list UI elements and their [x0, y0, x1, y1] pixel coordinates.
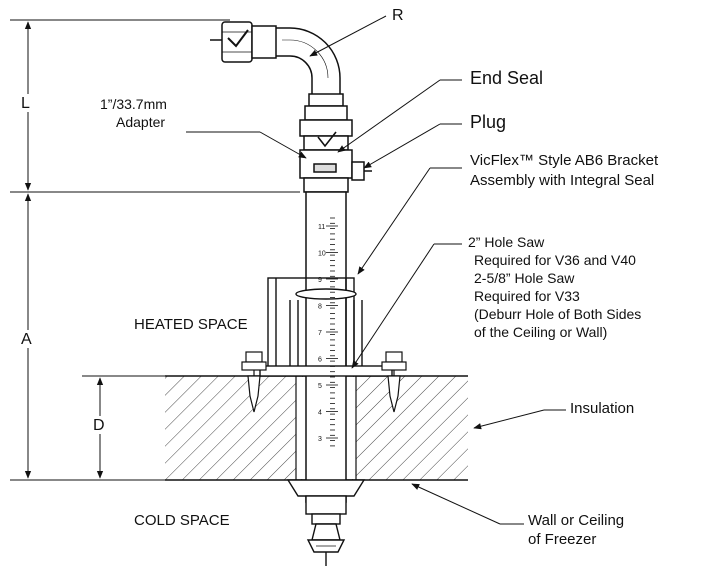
adapter-label-line2: Adapter — [116, 114, 166, 130]
scale-tick-label: 11 — [318, 224, 325, 231]
wall-ceiling-label-line1: Wall or Ceiling — [528, 512, 625, 529]
dimension-d-label: D — [93, 417, 105, 434]
holesaw-label-line1: 2” Hole Saw — [468, 234, 545, 250]
bracket-label-line1: VicFlex™ Style AB6 Bracket — [470, 152, 659, 169]
hose-scale: 11 10 9 8 7 6 5 4 3 — [318, 217, 338, 447]
adapter-body — [299, 119, 372, 193]
cold-space-label: COLD SPACE — [134, 512, 230, 529]
leader-lines — [186, 15, 566, 525]
anchor-screw-left — [241, 351, 267, 413]
holesaw-label-line2: Required for V36 and V40 — [474, 252, 636, 268]
sprinkler-head — [286, 479, 366, 566]
end-seal-label: End Seal — [470, 68, 544, 88]
heated-space-label: HEATED SPACE — [134, 316, 248, 333]
scale-tick-label: 7 — [318, 330, 322, 337]
scale-tick-label: 10 — [318, 251, 326, 258]
flexible-hose — [305, 191, 347, 503]
dimension-l-label: L — [21, 95, 30, 112]
scale-tick-label: 3 — [318, 436, 322, 443]
holesaw-label-line5: (Deburr Hole of Both Sides — [474, 306, 642, 322]
dimension-a-label: A — [21, 331, 32, 348]
holesaw-label-line3: 2-5/8” Hole Saw — [474, 270, 575, 286]
scale-tick-label: 9 — [318, 277, 322, 284]
adapter-label-line1: 1”/33.7mm — [100, 96, 167, 112]
scale-tick-label: 8 — [318, 304, 322, 311]
bracket-assembly — [259, 277, 393, 377]
holesaw-label-line4: Required for V33 — [474, 288, 580, 304]
bracket-label-line2: Assembly with Integral Seal — [470, 172, 655, 189]
elbow-fitting — [210, 21, 348, 121]
insulation-label: Insulation — [570, 400, 635, 417]
holesaw-label-line6: of the Ceiling or Wall) — [474, 324, 608, 340]
scale-tick-label: 4 — [318, 410, 322, 417]
anchor-screw-right — [381, 351, 407, 413]
wall-ceiling-label-line2: of Freezer — [528, 531, 597, 548]
plug-label: Plug — [470, 112, 507, 132]
scale-tick-label: 6 — [318, 357, 322, 364]
scale-tick-label: 5 — [318, 383, 322, 390]
dimension-r-label: R — [392, 7, 404, 24]
